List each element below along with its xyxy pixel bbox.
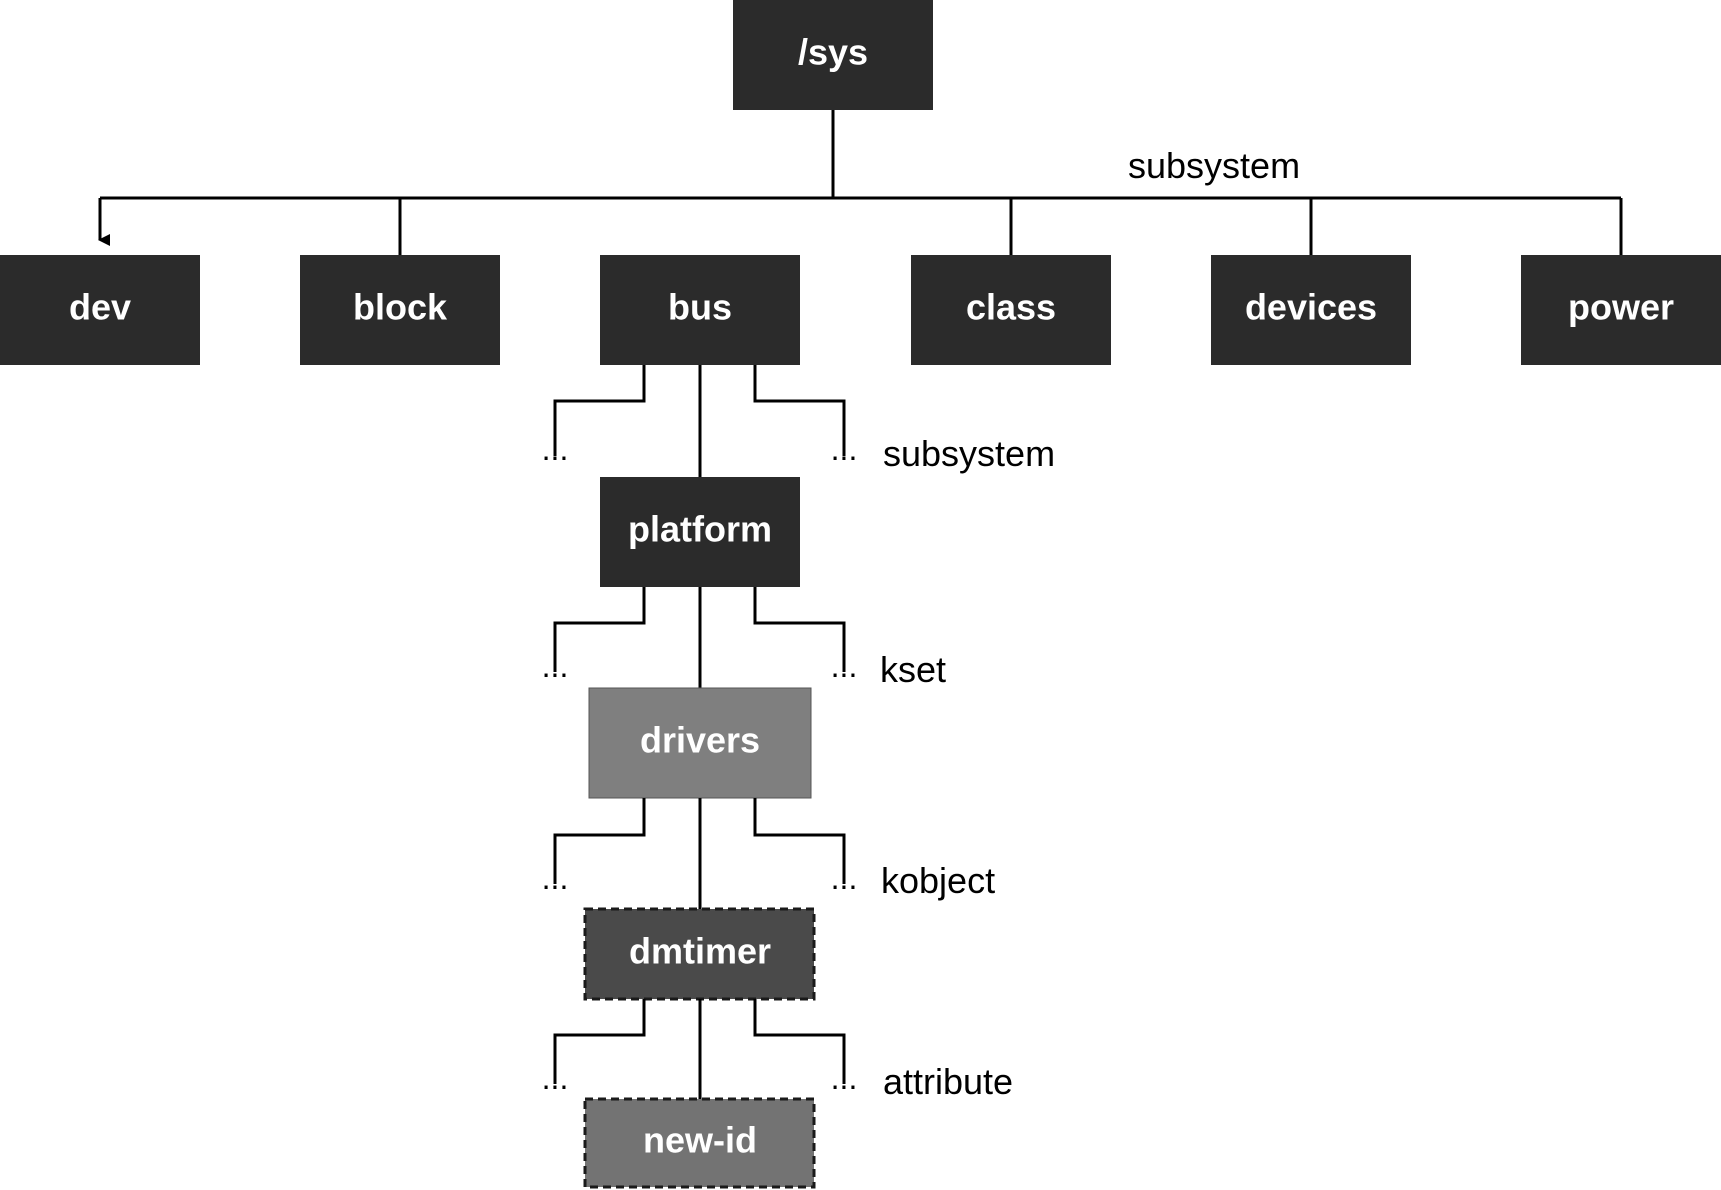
root-node-label: /sys — [798, 32, 868, 73]
branch-level-kset: ... ... kset — [542, 587, 946, 690]
ellipsis-right: ... — [831, 431, 858, 467]
node-drivers-label: drivers — [640, 720, 760, 761]
node-bus: bus — [600, 255, 800, 365]
ellipsis-left: ... — [542, 648, 569, 684]
ellipsis-right: ... — [831, 1060, 858, 1096]
node-dev: dev — [0, 255, 200, 365]
node-platform-label: platform — [628, 509, 772, 550]
node-block-label: block — [353, 287, 448, 328]
top-level-group-label: subsystem — [1128, 145, 1300, 186]
ellipsis-left: ... — [542, 1060, 569, 1096]
root-node-sys: /sys — [733, 0, 933, 110]
level-label-attribute: attribute — [883, 1061, 1013, 1102]
node-dmtimer: dmtimer — [583, 907, 816, 1001]
branch-level-subsystem: ... ... subsystem — [542, 365, 1055, 477]
ellipsis-left: ... — [542, 860, 569, 896]
level-label-kobject: kobject — [881, 860, 995, 901]
node-dmtimer-label: dmtimer — [629, 931, 771, 972]
level-label-subsystem: subsystem — [883, 433, 1055, 474]
level-label-kset: kset — [880, 649, 946, 690]
ellipsis-right: ... — [831, 860, 858, 896]
node-devices-label: devices — [1245, 287, 1377, 328]
node-bus-label: bus — [668, 287, 732, 328]
node-new-id-label: new-id — [643, 1120, 757, 1161]
branch-level-attribute: ... ... attribute — [542, 999, 1013, 1102]
node-power-label: power — [1568, 287, 1674, 328]
node-class: class — [911, 255, 1111, 365]
node-drivers: drivers — [588, 687, 812, 799]
node-class-label: class — [966, 287, 1056, 328]
ellipsis-left: ... — [542, 431, 569, 467]
node-devices: devices — [1211, 255, 1411, 365]
node-power: power — [1521, 255, 1721, 365]
node-new-id: new-id — [583, 1097, 816, 1189]
ellipsis-right: ... — [831, 648, 858, 684]
node-dev-label: dev — [69, 287, 131, 328]
node-block: block — [300, 255, 500, 365]
node-platform: platform — [600, 477, 800, 587]
branch-level-kobject: ... ... kobject — [542, 798, 995, 909]
